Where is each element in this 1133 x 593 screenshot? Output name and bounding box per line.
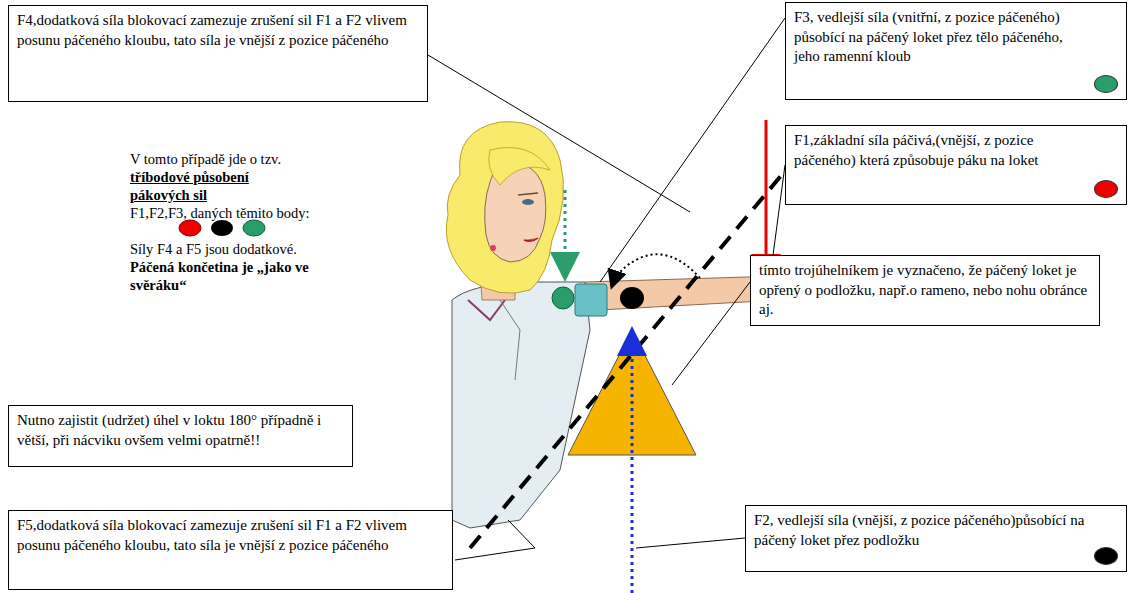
- box-text: F3, vedlejší síla (vnitřní, z pozice páč…: [794, 8, 1086, 67]
- box-text: F4,dodatková síla blokovací zamezuje zru…: [17, 11, 419, 50]
- text-box: F1,základní síla páčivá,(vnější, z pozic…: [785, 125, 1127, 205]
- text-box: F5,dodatková síla blokovací zamezuje zru…: [8, 510, 453, 590]
- text-box: tímto trojúhelníkem je vyznačeno, že páč…: [750, 255, 1100, 326]
- box-text: F1,základní síla páčivá,(vnější, z pozic…: [794, 131, 1086, 170]
- note-text: Síly F4 a F5 jsou dodatkové.: [130, 240, 360, 258]
- text-box: Nutno zajistit (udržet) úhel v loktu 180…: [8, 405, 353, 467]
- note-text: Páčená končetina je „jako ve svěráku“: [130, 258, 310, 294]
- note-text: V tomto případě jde o tzv.: [130, 150, 370, 168]
- text-box: F4,dodatková síla blokovací zamezuje zru…: [8, 5, 428, 102]
- box-text: F5,dodatková síla blokovací zamezuje zru…: [17, 516, 444, 555]
- box-text: F2, vedlejší síla (vnější, z pozice páče…: [754, 511, 1086, 550]
- force-point-dot: [1094, 75, 1118, 93]
- note-text: F1,F2,F3, daných těmito body:: [130, 204, 325, 222]
- box-text: tímto trojúhelníkem je vyznačeno, že páč…: [759, 261, 1091, 320]
- box-text: Nutno zajistit (udržet) úhel v loktu 180…: [17, 411, 344, 450]
- note-text: tříbodové působení pákových sil: [130, 168, 310, 204]
- text-box: F3, vedlejší síla (vnitřní, z pozice páč…: [785, 2, 1127, 100]
- force-point-dot: [1094, 180, 1118, 198]
- text-box: F2, vedlejší síla (vnější, z pozice páče…: [745, 505, 1127, 572]
- force-point-dot: [1094, 547, 1118, 565]
